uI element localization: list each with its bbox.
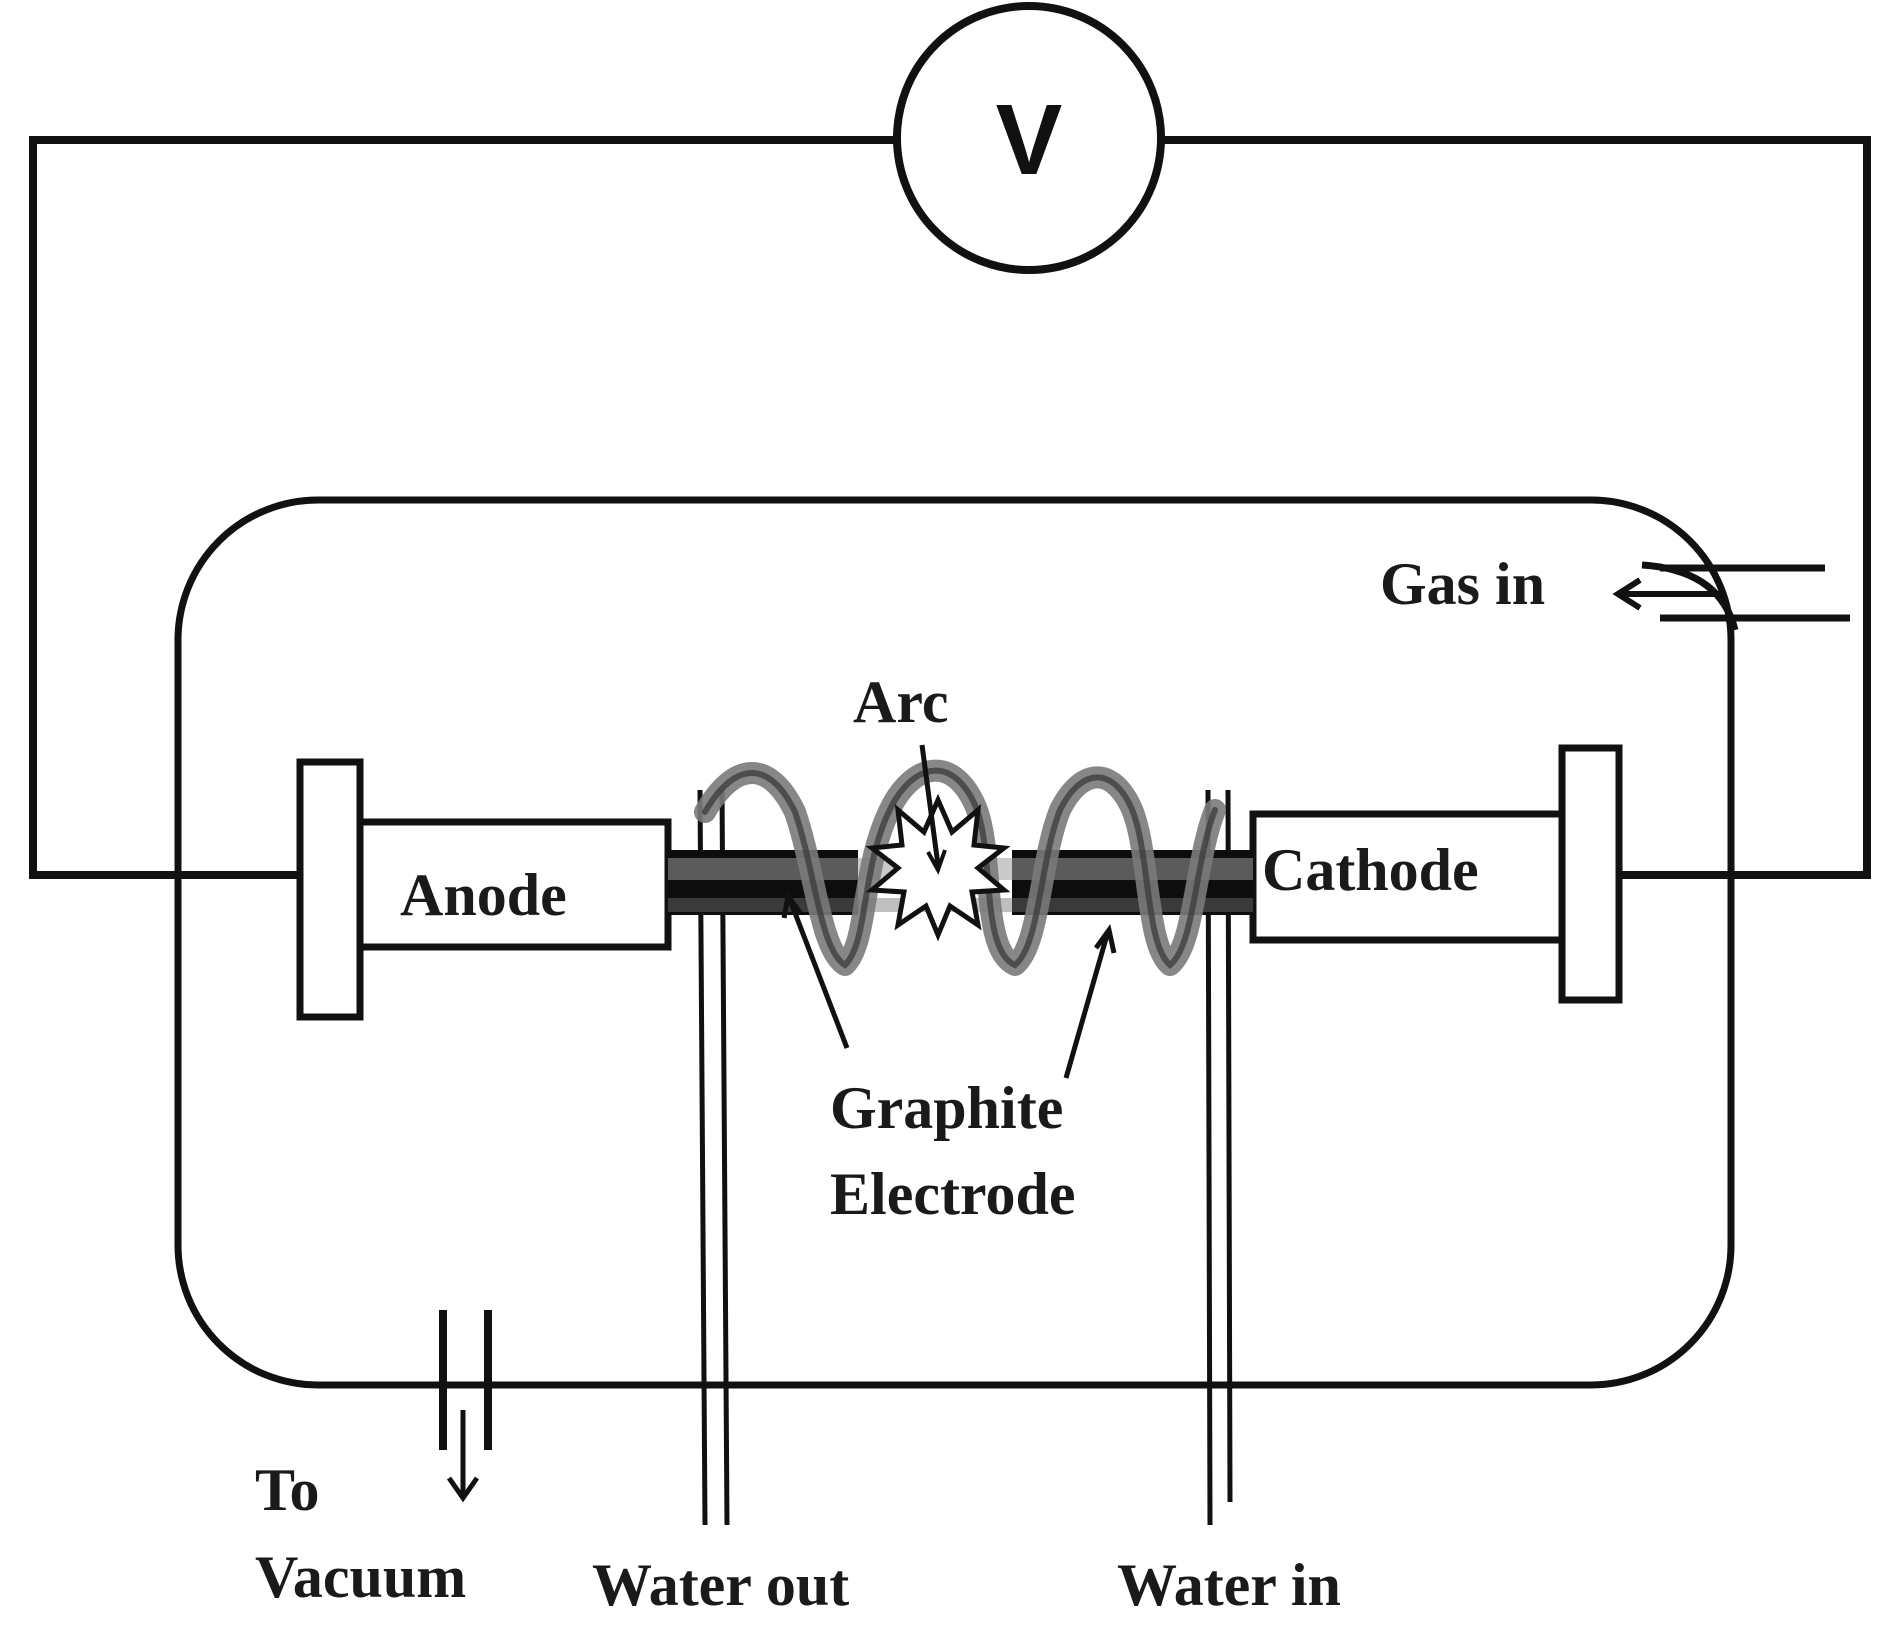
cathode-holder — [1249, 810, 1566, 944]
anode-flange — [296, 758, 364, 1021]
graphite-pointer-lines — [781, 889, 1117, 1079]
arc-pointer-head — [926, 849, 947, 875]
gas-inlet-pipe — [1641, 561, 1850, 631]
arc-label: Arc — [853, 669, 949, 735]
voltmeter: V — [893, 2, 1165, 274]
arc-pointer — [919, 744, 941, 866]
cathode-flange — [1558, 744, 1623, 1004]
gas-in-label: Gas in — [1380, 551, 1545, 617]
vacuum-chamber — [174, 496, 1735, 1389]
vacuum-label: Vacuum — [255, 1544, 466, 1610]
graphite-label: Graphite — [830, 1075, 1063, 1141]
anode-label: Anode — [400, 862, 567, 928]
vacuum-flow-arrow-icon — [446, 1410, 480, 1503]
water-out-label: Water out — [592, 1552, 849, 1618]
cooling-coil-dark — [702, 767, 1218, 969]
to-label: To — [255, 1457, 320, 1523]
electrode-label: Electrode — [830, 1161, 1075, 1227]
vacuum-outlet-pipe — [439, 1310, 492, 1450]
cathode-label: Cathode — [1262, 837, 1479, 903]
voltmeter-symbol: V — [996, 84, 1063, 196]
gas-flow-arrow-icon — [1612, 577, 1720, 611]
voltmeter-circle — [893, 2, 1165, 274]
anode-holder — [356, 818, 672, 951]
water-in-label: Water in — [1117, 1552, 1341, 1618]
